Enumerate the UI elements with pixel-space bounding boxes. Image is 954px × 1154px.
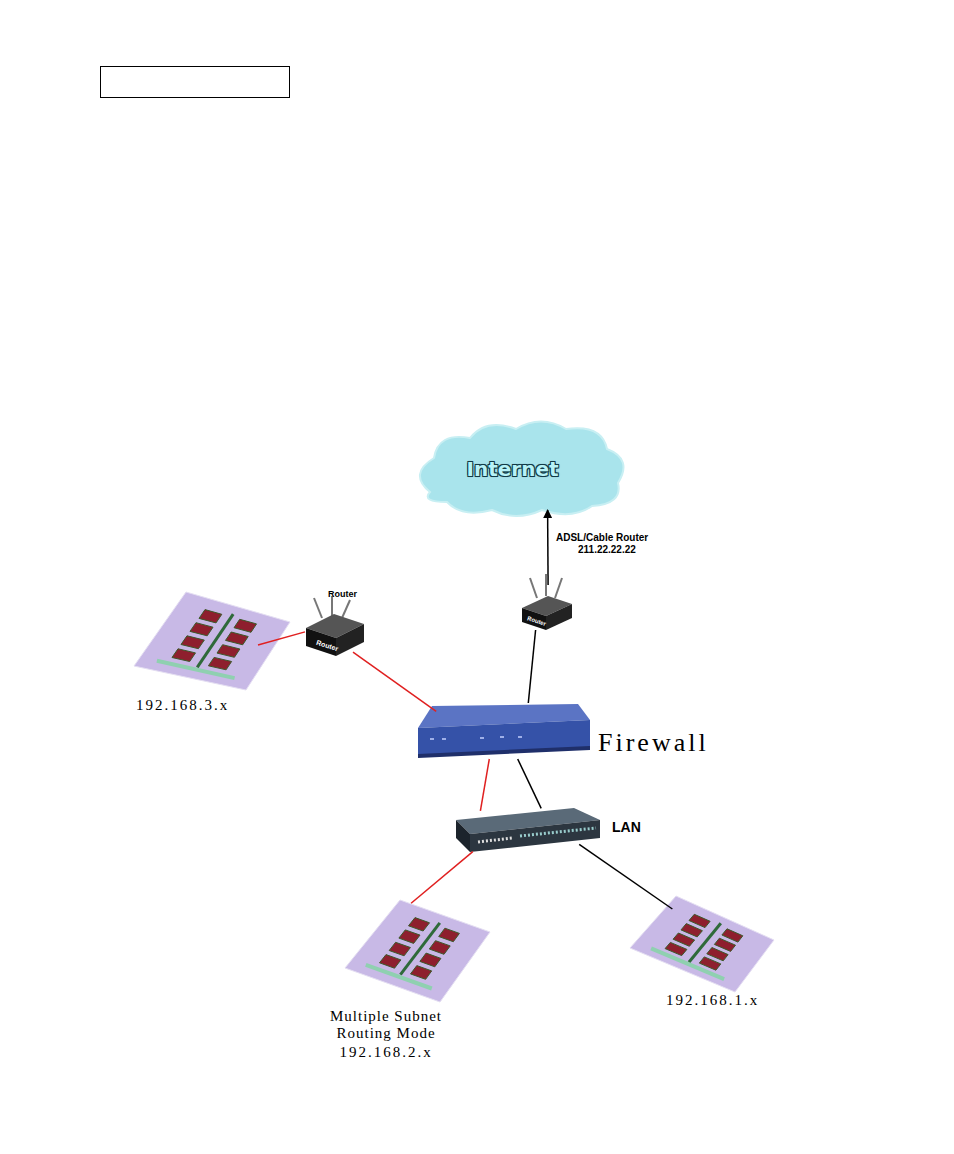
office-floor bbox=[134, 592, 290, 690]
firewall: Firewall bbox=[415, 703, 592, 759]
node-label: Firewall bbox=[598, 728, 709, 758]
firewall-device bbox=[418, 704, 590, 758]
node-label: ADSL/Cable Router bbox=[556, 532, 648, 543]
office-desks bbox=[157, 610, 743, 989]
lan-switch bbox=[456, 808, 600, 852]
network-link bbox=[411, 852, 473, 904]
network-link bbox=[258, 632, 305, 645]
node-label: Internet bbox=[466, 457, 558, 481]
network-link bbox=[579, 844, 672, 909]
internet-cloud: Internet bbox=[415, 432, 610, 510]
adsl-router-icon bbox=[522, 574, 572, 630]
subnet-office: Multiple Subnet Routing Mode192.168.2.x bbox=[345, 898, 492, 1004]
network-link bbox=[528, 630, 535, 703]
node-label: 211.22.22.22 bbox=[578, 544, 636, 555]
node-label: 192.168.3.x bbox=[136, 697, 229, 714]
node-label: Router bbox=[328, 589, 357, 599]
network-link bbox=[480, 759, 489, 811]
lan-switch: LAN bbox=[450, 806, 602, 854]
network-link bbox=[518, 759, 542, 808]
node-label: LAN bbox=[612, 819, 641, 835]
node-label: Multiple Subnet Routing Mode bbox=[300, 1008, 472, 1043]
subnet-office: 192.168.3.x bbox=[130, 590, 290, 690]
office-floor bbox=[630, 896, 774, 992]
empty-frame bbox=[101, 67, 290, 98]
office-floor bbox=[345, 900, 490, 1002]
internet-cloud bbox=[420, 422, 624, 517]
network-link bbox=[547, 510, 549, 585]
subnet-office: 192.168.1.x bbox=[628, 894, 776, 994]
network-link bbox=[353, 652, 436, 711]
node-label: 192.168.1.x bbox=[666, 992, 759, 1009]
router-icon bbox=[306, 596, 364, 656]
node-label: 192.168.2.x bbox=[300, 1044, 472, 1061]
